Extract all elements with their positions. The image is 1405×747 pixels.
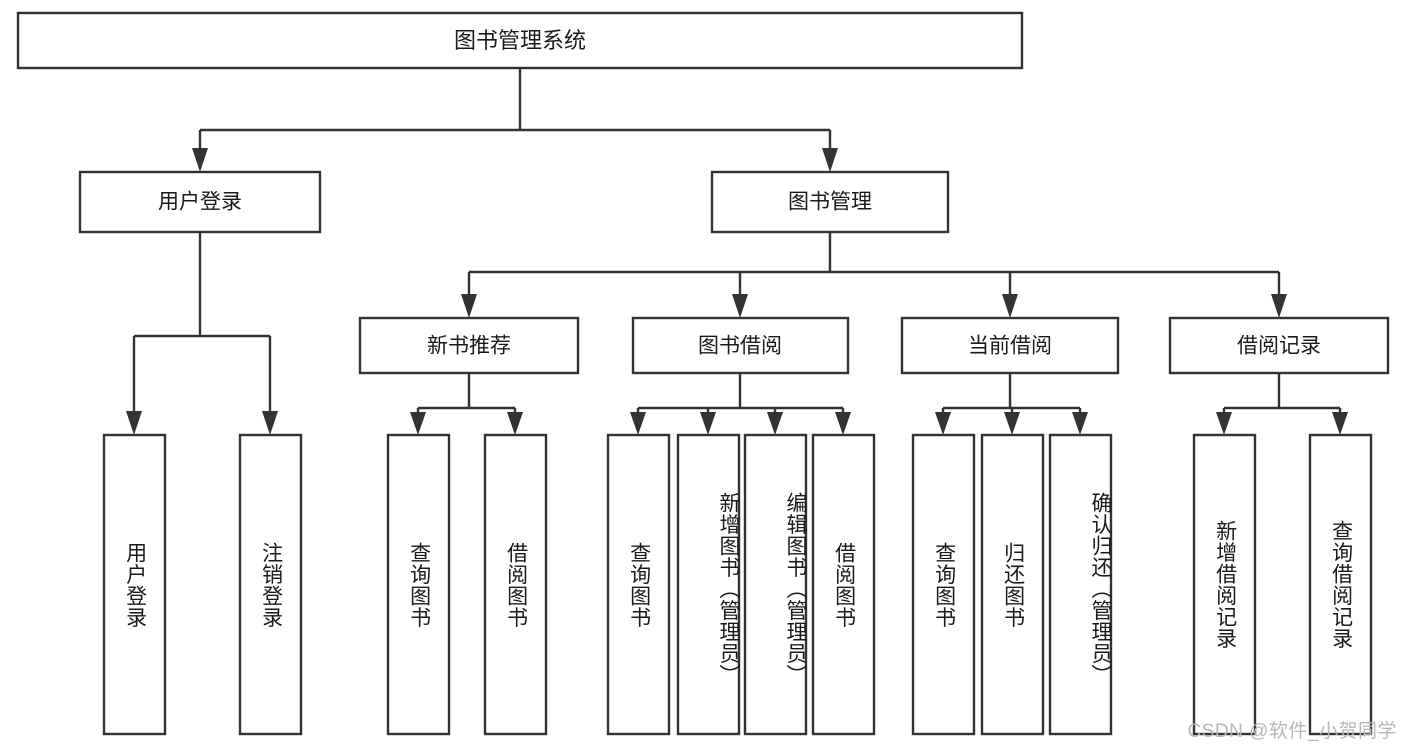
node-root-box[interactable]: [16, 11, 1024, 70]
node-leaf-return-book-box[interactable]: [980, 433, 1045, 736]
arrowhead-new-book-recommend: [461, 294, 477, 318]
arrowhead-leaf-confirm-return-admin: [1072, 412, 1088, 435]
arrowhead-leaf-borrow-book-1: [507, 412, 523, 435]
arrowhead-leaf-query-book-3: [935, 412, 951, 435]
node-book-borrow-box[interactable]: [631, 316, 850, 375]
connector-layer: [126, 68, 1348, 435]
arrowhead-leaf-add-borrow-record: [1216, 412, 1232, 435]
arrowhead-leaf-add-book-admin: [700, 412, 716, 435]
arrowhead-leaf-query-book-1: [410, 412, 426, 435]
node-leaf-add-borrow-record-box[interactable]: [1192, 433, 1257, 736]
node-borrow-record-label: 借阅记录: [1237, 335, 1321, 358]
arrowhead-user-login: [192, 148, 208, 172]
node-new-book-recommend-label: 新书推荐: [427, 335, 511, 358]
node-root[interactable]: 图书管理系统: [16, 11, 1024, 70]
arrowhead-leaf-return-book: [1004, 412, 1020, 435]
node-user-login[interactable]: 用户登录: [78, 170, 322, 234]
arrowhead-book-borrow: [732, 294, 748, 318]
node-current-borrow-box[interactable]: [900, 316, 1120, 375]
node-leaf-borrow-book-1-box[interactable]: [483, 433, 548, 736]
node-book-manage[interactable]: 图书管理: [710, 170, 950, 234]
node-leaf-user-login-box[interactable]: [102, 433, 167, 736]
csdn-watermark: CSDN @软件_小贺同学: [1187, 721, 1397, 742]
node-current-borrow[interactable]: 当前借阅: [900, 316, 1120, 375]
node-leaf-borrow-book-2-box[interactable]: [811, 433, 876, 736]
arrowhead-leaf-query-book-2: [630, 412, 646, 435]
node-new-book-recommend-box[interactable]: [358, 316, 580, 375]
node-leaf-query-book-1-box[interactable]: [386, 433, 451, 736]
arrowhead-leaf-query-borrow-record: [1332, 412, 1348, 435]
node-current-borrow-label: 当前借阅: [968, 335, 1052, 358]
node-leaf-confirm-return-admin-box[interactable]: [1048, 433, 1113, 736]
node-book-manage-label: 图书管理: [788, 191, 872, 214]
arrowhead-leaf-user-logout: [262, 411, 278, 435]
node-new-book-recommend[interactable]: 新书推荐: [358, 316, 580, 375]
node-leaf-edit-book-admin-box[interactable]: [743, 433, 808, 736]
arrowhead-leaf-edit-book-admin: [767, 412, 783, 435]
leaf-box-layer: [102, 433, 1373, 736]
node-book-manage-box[interactable]: [710, 170, 950, 234]
arrowhead-leaf-borrow-book-2: [835, 412, 851, 435]
arrowhead-leaf-user-login: [126, 411, 142, 435]
node-root-label: 图书管理系统: [454, 28, 586, 53]
node-user-login-label: 用户登录: [158, 191, 242, 214]
node-user-login-box[interactable]: [78, 170, 322, 234]
node-borrow-record-box[interactable]: [1168, 316, 1390, 375]
node-leaf-add-book-admin-box[interactable]: [676, 433, 741, 736]
node-leaf-query-borrow-record-box[interactable]: [1308, 433, 1373, 736]
node-borrow-record[interactable]: 借阅记录: [1168, 316, 1390, 375]
node-leaf-user-logout-box[interactable]: [238, 433, 303, 736]
node-book-borrow-label: 图书借阅: [698, 335, 782, 358]
arrowhead-book-manage: [822, 148, 838, 172]
node-leaf-query-book-2-box[interactable]: [606, 433, 671, 736]
arrowhead-borrow-record: [1271, 294, 1287, 318]
node-leaf-query-book-3-box[interactable]: [911, 433, 976, 736]
node-book-borrow[interactable]: 图书借阅: [631, 316, 850, 375]
arrowhead-current-borrow: [1002, 294, 1018, 318]
